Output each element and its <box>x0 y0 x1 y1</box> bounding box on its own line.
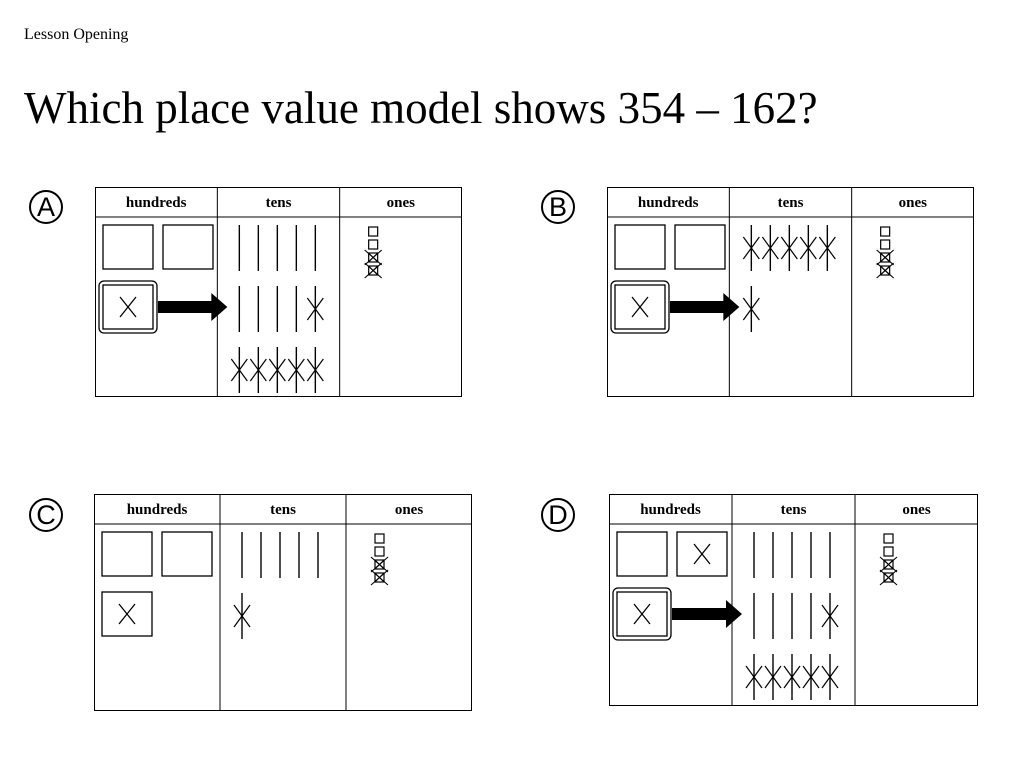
table-frame <box>607 187 974 397</box>
cross-mark <box>233 604 251 628</box>
one-cube <box>883 572 894 583</box>
regroup-outline <box>612 587 672 641</box>
cross-mark <box>821 665 839 689</box>
cross-mark <box>764 665 782 689</box>
place-value-chart: hundreds tens ones <box>609 494 978 706</box>
one-cube <box>374 559 385 570</box>
column-header-tens: tens <box>270 502 296 518</box>
cross-mark <box>364 249 383 266</box>
option-badge-d[interactable]: D <box>541 498 575 532</box>
cross-mark <box>818 236 836 260</box>
cross-mark <box>268 358 286 382</box>
hundred-block <box>161 531 213 577</box>
cross-mark <box>821 604 839 628</box>
column-header-tens: tens <box>778 195 804 211</box>
one-cube <box>880 265 891 276</box>
cross-mark <box>249 358 267 382</box>
cross-mark <box>370 569 389 586</box>
table-frame <box>609 494 978 706</box>
cross-mark <box>118 603 136 625</box>
cross-mark <box>799 236 817 260</box>
cross-mark <box>364 262 383 279</box>
cross-mark <box>742 236 760 260</box>
one-cube <box>880 252 891 263</box>
column-header-tens: tens <box>266 195 292 211</box>
cross-mark <box>876 249 895 266</box>
column-header-ones: ones <box>395 502 424 518</box>
cross-mark <box>230 358 248 382</box>
option-badge-a[interactable]: A <box>29 190 63 224</box>
cross-mark <box>633 603 651 625</box>
hundred-block <box>101 591 153 637</box>
cross-mark <box>761 236 779 260</box>
one-cube <box>880 239 891 250</box>
column-header-ones: ones <box>899 195 928 211</box>
hundred-block <box>616 531 668 577</box>
hundred-block <box>676 531 728 577</box>
table-frame <box>94 494 472 711</box>
cross-mark <box>879 569 898 586</box>
one-cube <box>374 546 385 557</box>
column-header-hundreds: hundreds <box>127 502 188 518</box>
cross-mark <box>370 556 389 573</box>
lesson-opening-label: Lesson Opening <box>24 26 129 43</box>
place-value-model-a[interactable]: hundreds tens ones <box>95 187 462 397</box>
hundred-block <box>674 224 726 270</box>
cross-mark <box>780 236 798 260</box>
one-cube <box>368 252 379 263</box>
column-header-hundreds: hundreds <box>638 195 699 211</box>
regroup-arrow <box>670 293 740 321</box>
cross-mark <box>879 556 898 573</box>
cross-mark <box>876 262 895 279</box>
one-cube <box>368 265 379 276</box>
one-cube <box>368 239 379 250</box>
table-frame <box>95 187 462 397</box>
cross-mark <box>693 543 711 565</box>
one-cube <box>374 572 385 583</box>
question-title: Which place value model shows 354 – 162? <box>24 83 818 133</box>
cross-mark <box>287 358 305 382</box>
hundred-block <box>102 284 154 330</box>
place-value-chart: hundreds tens ones <box>95 187 462 397</box>
cross-mark <box>631 296 649 318</box>
cross-mark <box>802 665 820 689</box>
regroup-outline <box>98 280 158 334</box>
place-value-model-d[interactable]: hundreds tens ones <box>609 494 978 706</box>
place-value-chart: hundreds tens ones <box>607 187 974 397</box>
one-cube <box>880 226 891 237</box>
one-cube <box>883 533 894 544</box>
column-header-ones: ones <box>902 502 931 518</box>
hundred-block <box>102 224 154 270</box>
column-header-tens: tens <box>781 502 807 518</box>
one-cube <box>883 546 894 557</box>
option-badge-c[interactable]: C <box>29 498 63 532</box>
place-value-model-b[interactable]: hundreds tens ones <box>607 187 974 397</box>
hundred-block <box>616 591 668 637</box>
cross-mark <box>742 297 760 321</box>
regroup-arrow <box>672 600 742 628</box>
cross-mark <box>119 296 137 318</box>
cross-mark <box>306 358 324 382</box>
cross-mark <box>783 665 801 689</box>
cross-mark <box>745 665 763 689</box>
option-badge-b[interactable]: B <box>541 190 575 224</box>
one-cube <box>374 533 385 544</box>
column-header-hundreds: hundreds <box>126 195 187 211</box>
column-header-hundreds: hundreds <box>640 502 701 518</box>
one-cube <box>883 559 894 570</box>
regroup-arrow <box>158 293 228 321</box>
column-header-ones: ones <box>387 195 416 211</box>
cross-mark <box>306 297 324 321</box>
regroup-outline <box>610 280 670 334</box>
hundred-block <box>162 224 214 270</box>
hundred-block <box>614 224 666 270</box>
one-cube <box>368 226 379 237</box>
hundred-block <box>614 284 666 330</box>
place-value-model-c[interactable]: hundreds tens ones <box>94 494 472 711</box>
place-value-chart: hundreds tens ones <box>94 494 472 711</box>
hundred-block <box>101 531 153 577</box>
